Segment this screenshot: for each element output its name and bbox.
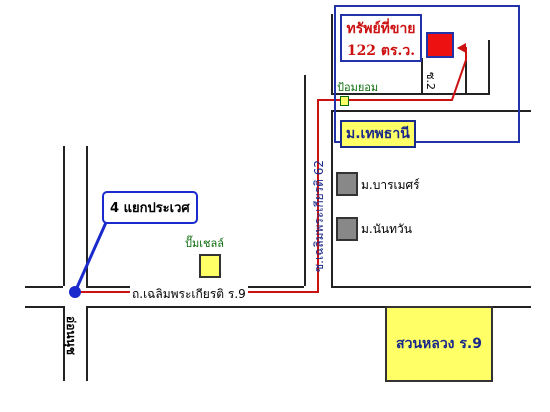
title-line-2: 122 ตร.ว.: [346, 43, 416, 59]
road-soi62-right: [331, 110, 333, 286]
route-arrow-head: [457, 43, 466, 53]
road-main-bottom-b: [86, 306, 531, 308]
road-soi2-left: [421, 58, 423, 94]
nanthawan-building: [336, 217, 358, 241]
intersection-dot: [69, 286, 81, 298]
shell-label: ปั๊มเชลล์: [185, 237, 224, 250]
soi2-label: ซ.2: [424, 72, 437, 90]
property-title-box: ทรัพย์ที่ขาย 122 ตร.ว.: [340, 14, 422, 62]
property-area-frame: [334, 5, 520, 143]
soi62-label: ซ.เฉลิมพระเกียรติ 62: [312, 159, 326, 272]
thep-thani-label: ม.เทพธานี: [340, 120, 416, 148]
road-left-upper: [331, 14, 333, 94]
main-road-label: ถ.เฉลิมพระเกียรติ ร.9: [130, 285, 248, 304]
road-left-vertical-c: [63, 306, 65, 381]
pom-yom-label: ป้อมยอม: [337, 81, 379, 94]
pom-yom-marker: [340, 96, 349, 106]
road-left-vertical-a: [63, 146, 65, 286]
property-marker: [426, 32, 454, 58]
baramet-building: [336, 172, 358, 196]
road-thepthani-top: [331, 93, 488, 95]
baramet-label: ม.บารเมศร์: [361, 178, 420, 192]
road-left-vertical-d: [86, 306, 88, 381]
road-left-vertical-b: [86, 146, 88, 286]
road-main-top-a: [25, 286, 63, 288]
title-line-1: ทรัพย์ที่ขาย: [346, 21, 416, 37]
road-thepthani-bottom: [331, 110, 531, 112]
road-soi62-left: [304, 75, 306, 286]
shell-marker: [199, 254, 221, 278]
road-right-stub: [465, 93, 490, 95]
road-main-bottom-a: [25, 306, 63, 308]
nanthawan-label: ม.นันทวัน: [361, 222, 412, 236]
suan-luang-label: สวนหลวง ร.9: [396, 336, 482, 352]
road-right-vertical: [488, 40, 490, 94]
road-main-top-c: [331, 286, 531, 288]
road-soi2-right: [465, 58, 467, 94]
on-nut-label: อ่อนนุช: [64, 316, 78, 355]
suan-luang-park: สวนหลวง ร.9: [385, 306, 493, 382]
pointer-line: [73, 217, 110, 293]
intersection-label: 4 แยกประเวศ: [102, 191, 198, 224]
